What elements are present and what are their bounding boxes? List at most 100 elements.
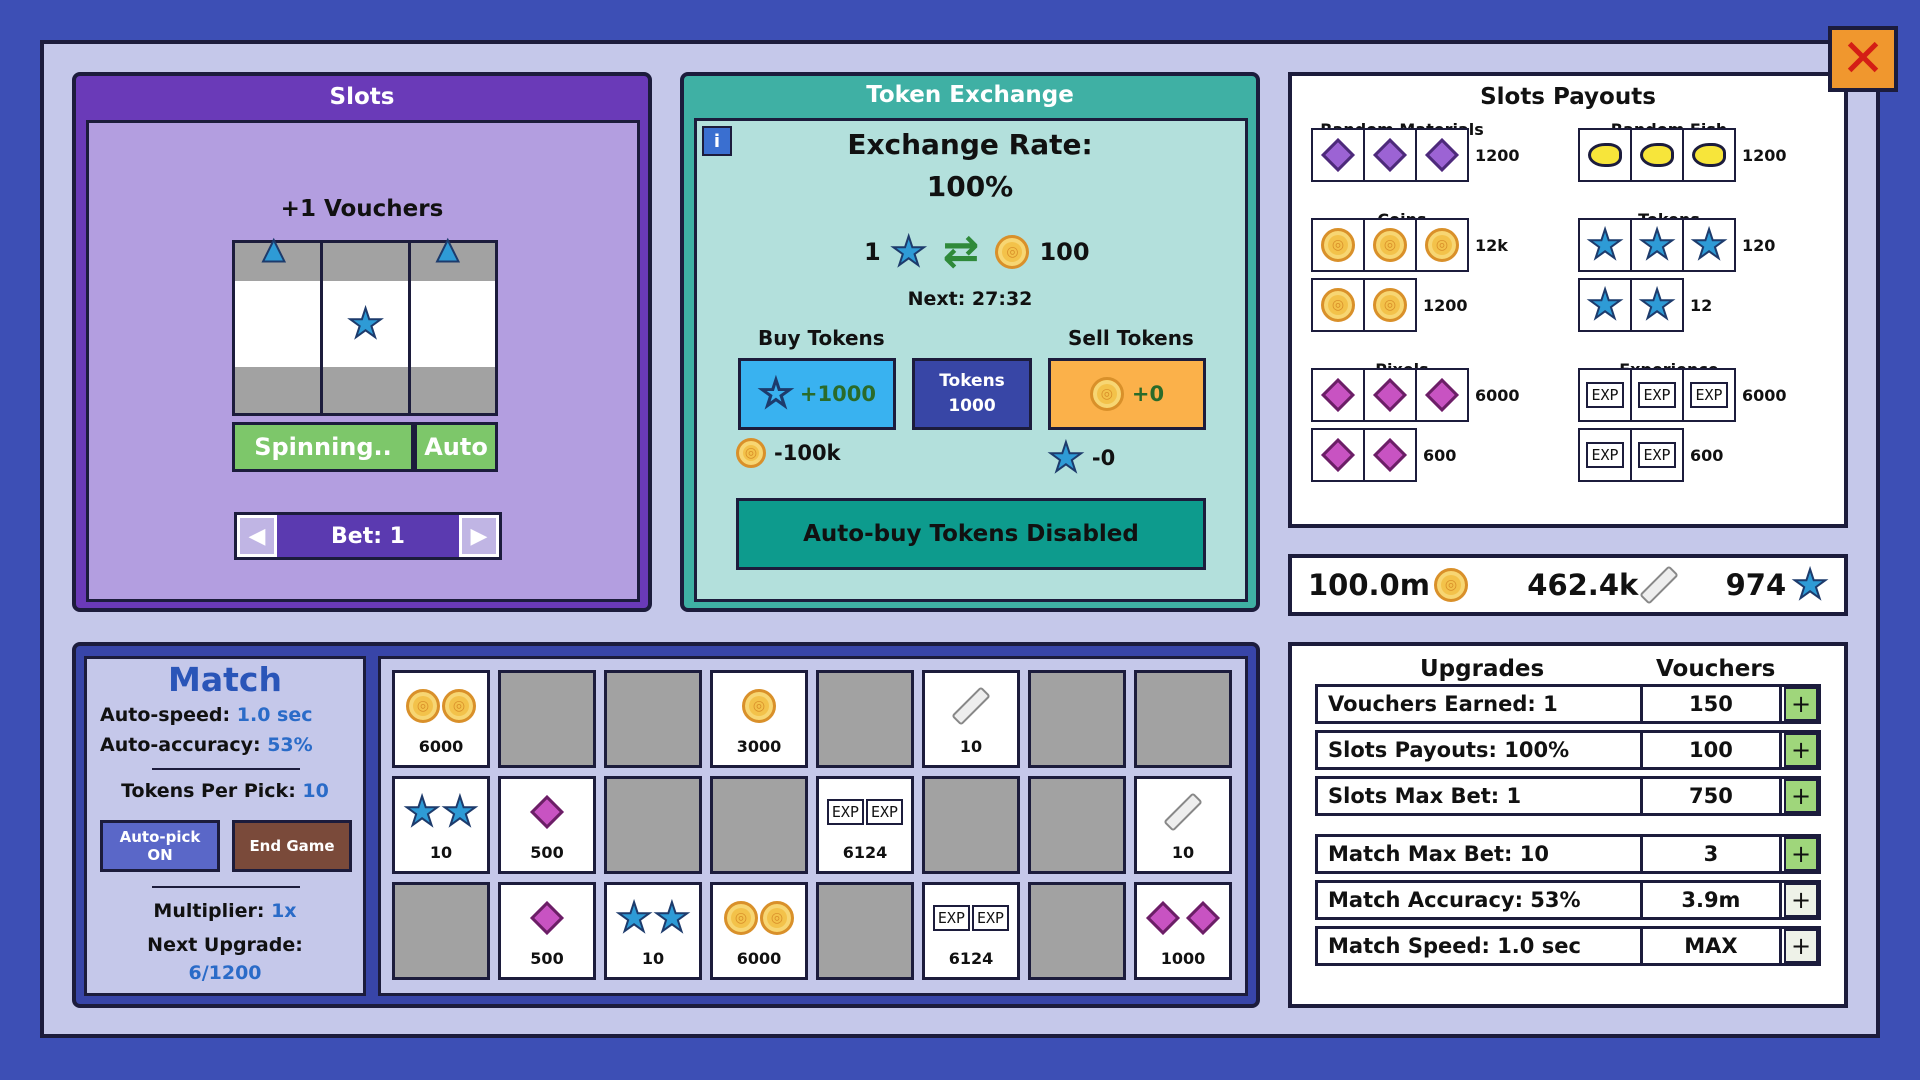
gem-magenta-icon <box>1321 378 1355 412</box>
sell-cost: ★-0 <box>1047 435 1115 481</box>
card-value: 6000 <box>418 736 464 756</box>
slots-title: Slots <box>329 84 395 110</box>
gem-purple-icon <box>1425 138 1459 172</box>
upgrade-cost: 3 <box>1643 837 1783 871</box>
bet-decrease-button[interactable]: ◀ <box>237 515 277 557</box>
match-card[interactable]: ★★10 <box>604 882 702 980</box>
voucher-icon <box>1639 565 1680 605</box>
match-card[interactable]: 500 <box>498 776 596 874</box>
autobuy-toggle-button[interactable]: Auto-buy Tokens Disabled <box>736 498 1206 570</box>
payout-row: ◎◎◎12k <box>1311 218 1508 272</box>
match-card[interactable] <box>604 776 702 874</box>
payout-slot: ◎ <box>1311 218 1365 272</box>
payout-slot: ★ <box>1630 218 1684 272</box>
match-card[interactable] <box>392 882 490 980</box>
payout-slot: ◎ <box>1363 278 1417 332</box>
match-card[interactable] <box>710 776 808 874</box>
star-icon: ★ <box>347 301 385 347</box>
star-icon: ★ <box>1047 435 1085 481</box>
slot-reels: ▲ ★ ▲ <box>232 234 498 416</box>
coin-icon: ◎ <box>760 900 794 935</box>
coin-icon: ◎ <box>724 900 758 935</box>
coin-icon: ◎ <box>1425 228 1459 262</box>
match-card[interactable] <box>1028 882 1126 980</box>
auto-speed-value: 1.0 sec <box>236 704 313 726</box>
buy-tokens-button[interactable]: ☆+1000 <box>738 358 896 430</box>
upgrade-plus-button[interactable]: + <box>1784 837 1818 871</box>
payout-slot: ★ <box>1578 218 1632 272</box>
auto-pick-line2: ON <box>147 846 173 864</box>
match-card[interactable]: 500 <box>498 882 596 980</box>
payout-row: 1200 <box>1578 128 1787 182</box>
star-icon: ★ <box>441 788 479 835</box>
match-card[interactable] <box>816 882 914 980</box>
close-button[interactable]: ✕ <box>1828 26 1898 92</box>
match-card[interactable] <box>1028 670 1126 768</box>
payout-row: 6000 <box>1311 368 1520 422</box>
upgrade-plus-button[interactable]: + <box>1784 733 1818 767</box>
match-card[interactable] <box>604 670 702 768</box>
exchange-title: Token Exchange <box>866 82 1074 108</box>
gem-magenta-icon <box>1373 438 1407 472</box>
match-card[interactable] <box>922 776 1020 874</box>
sell-tokens-button[interactable]: ◎+0 <box>1048 358 1206 430</box>
upgrade-plus-button[interactable]: + <box>1784 883 1818 917</box>
end-game-button[interactable]: End Game <box>232 820 352 872</box>
exp-icon: EXP <box>1586 382 1624 408</box>
tokens-per-pick: Tokens Per Pick: 10 <box>84 780 366 802</box>
payout-value: 1200 <box>1742 145 1787 165</box>
match-card[interactable] <box>816 670 914 768</box>
coin-icon: ◎ <box>736 438 766 468</box>
plus-icon: + <box>1791 690 1812 718</box>
coin-icon: ◎ <box>442 688 476 723</box>
arrow-left-icon: ◀ <box>248 523 266 549</box>
match-card[interactable]: 10 <box>922 670 1020 768</box>
card-value: 10 <box>641 948 665 968</box>
swap-arrows-icon: ⇄ <box>942 226 980 277</box>
star-icon: ★ <box>403 788 441 835</box>
upgrade-plus-button[interactable]: + <box>1784 929 1818 963</box>
match-card[interactable]: ★★10 <box>392 776 490 874</box>
upgrade-label: Vouchers Earned: 1 <box>1318 687 1643 721</box>
info-button[interactable]: i <box>702 126 732 156</box>
payout-slot <box>1578 128 1632 182</box>
star-icon: ★ <box>1586 222 1624 268</box>
star-icon: ★ <box>615 894 653 941</box>
payout-slot: EXP <box>1578 368 1632 422</box>
match-card[interactable] <box>498 670 596 768</box>
card-value: 500 <box>530 842 564 862</box>
next-upgrade-label: Next Upgrade: <box>147 934 303 956</box>
match-card[interactable]: ◎3000 <box>710 670 808 768</box>
auto-button[interactable]: Auto <box>414 422 498 472</box>
gem-purple-icon <box>1321 138 1355 172</box>
star-icon: ★ <box>1791 562 1829 608</box>
payout-row: 1200 <box>1311 128 1520 182</box>
exp-icon: EXP <box>866 798 904 825</box>
exp-icon: EXP <box>1586 442 1624 468</box>
payout-row: 600 <box>1311 428 1456 482</box>
payout-slot: ◎ <box>1363 218 1417 272</box>
upgrade-cost: 150 <box>1643 687 1783 721</box>
match-card[interactable]: ◎◎6000 <box>392 670 490 768</box>
match-card[interactable] <box>1134 670 1232 768</box>
upgrade-plus-button[interactable]: + <box>1784 779 1818 813</box>
close-icon: ✕ <box>1841 29 1885 89</box>
tokens-balance: 974★ <box>1726 562 1829 608</box>
match-card[interactable] <box>1028 776 1126 874</box>
payout-slot <box>1363 368 1417 422</box>
match-card[interactable]: 1000 <box>1134 882 1232 980</box>
match-card[interactable]: 10 <box>1134 776 1232 874</box>
payout-row: ◎◎1200 <box>1311 278 1468 332</box>
info-icon: i <box>713 130 721 152</box>
exp-icon: EXP <box>1638 442 1676 468</box>
bet-increase-button[interactable]: ▶ <box>458 515 499 557</box>
star-icon: ★ <box>1638 282 1676 328</box>
exp-icon: EXP <box>826 798 864 825</box>
match-card[interactable]: ◎◎6000 <box>710 882 808 980</box>
upgrade-plus-button[interactable]: + <box>1784 687 1818 721</box>
spin-button[interactable]: Spinning.. <box>232 422 414 472</box>
